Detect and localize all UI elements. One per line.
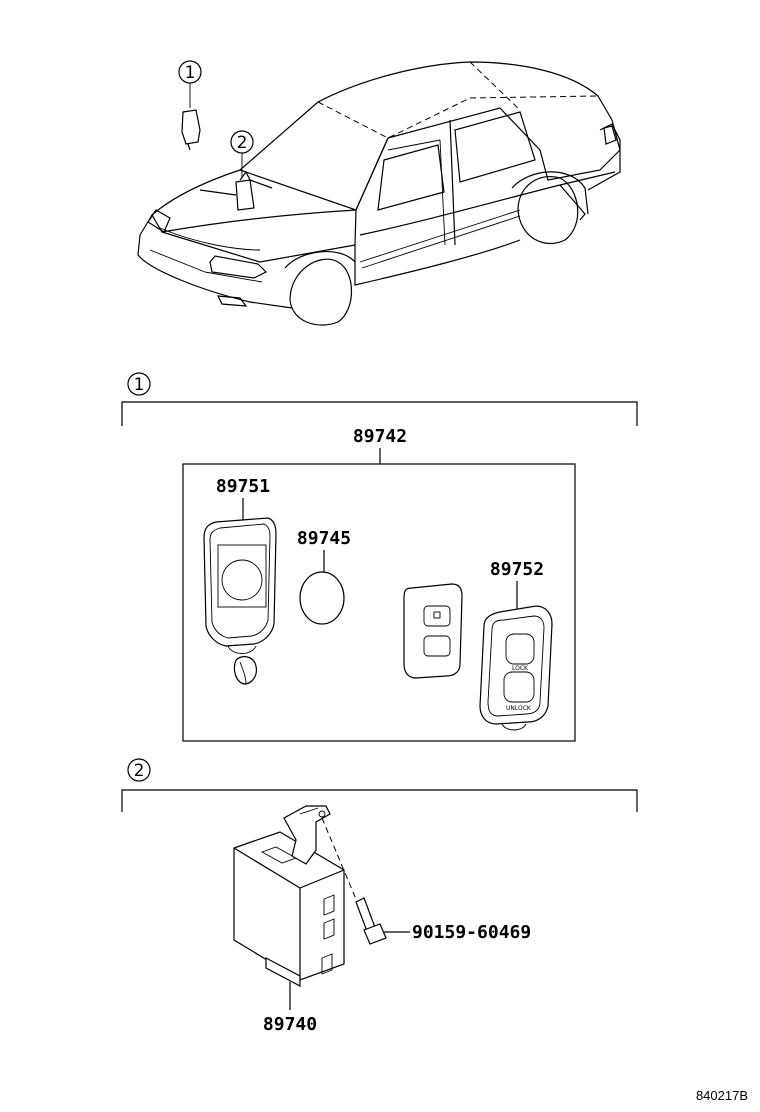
battery-89745	[299, 571, 345, 625]
callout-1-car: 1	[178, 60, 202, 108]
section-2-header: 2	[121, 758, 638, 812]
label-89742: 89742	[353, 426, 407, 464]
receiver-89740	[233, 805, 345, 987]
bolt-90159	[321, 817, 387, 945]
svg-text:90159-60469: 90159-60469	[412, 922, 531, 943]
svg-text:89745: 89745	[297, 528, 351, 549]
svg-text:2: 2	[134, 761, 145, 781]
car-illustration	[137, 61, 621, 326]
svg-text:89751: 89751	[216, 476, 270, 497]
svg-text:89740: 89740	[263, 1014, 317, 1035]
button-pad	[403, 583, 463, 679]
svg-text:2: 2	[237, 133, 248, 153]
transmitter-89752: LOCK UNLOCK	[479, 605, 553, 731]
svg-text:89752: 89752	[490, 559, 544, 580]
label-90159-60469: 90159-60469	[384, 922, 531, 943]
label-89752: 89752	[490, 559, 544, 610]
kit-frame	[182, 463, 576, 742]
callout-2-car: 2	[230, 130, 254, 178]
section-1-header: 1	[121, 372, 638, 426]
svg-text:LOCK: LOCK	[512, 665, 529, 672]
diagram-code: 840217B	[696, 1088, 748, 1103]
svg-text:1: 1	[134, 375, 145, 395]
svg-text:UNLOCK: UNLOCK	[506, 705, 532, 712]
label-89751: 89751	[216, 476, 270, 520]
svg-text:89742: 89742	[353, 426, 407, 447]
svg-text:1: 1	[185, 63, 196, 83]
label-89745: 89745	[297, 528, 351, 574]
label-89740: 89740	[263, 982, 317, 1035]
case-89751	[203, 517, 277, 685]
